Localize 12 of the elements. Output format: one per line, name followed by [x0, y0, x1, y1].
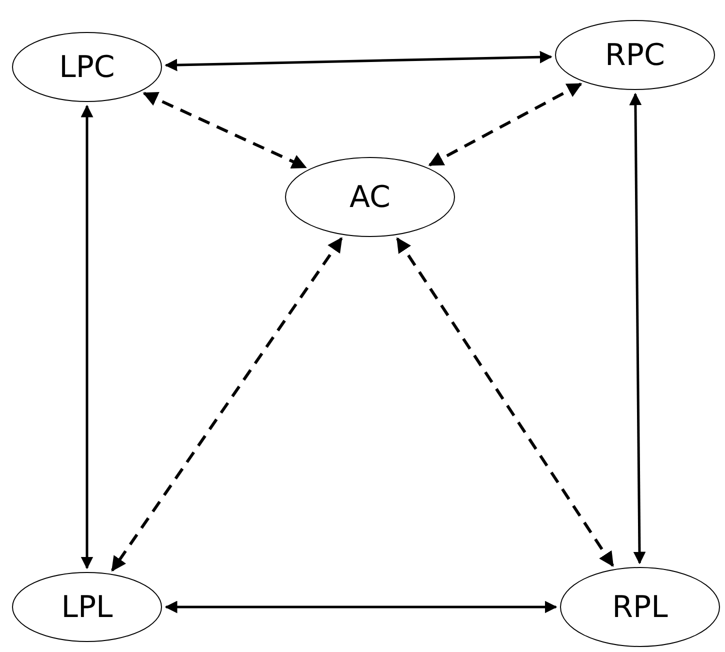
arrow	[164, 50, 552, 72]
node-label: RPC	[605, 38, 665, 72]
node-label: RPL	[612, 590, 668, 624]
node-label: AC	[350, 180, 390, 214]
dashed-arrow	[396, 237, 614, 567]
dashed-arrow	[142, 92, 307, 169]
dashed-arrow	[111, 237, 343, 572]
arrow	[80, 104, 94, 570]
arrow	[164, 600, 558, 614]
node-label: LPL	[61, 590, 113, 624]
dashed-arrow	[428, 82, 582, 166]
node-label: LPC	[59, 50, 115, 84]
